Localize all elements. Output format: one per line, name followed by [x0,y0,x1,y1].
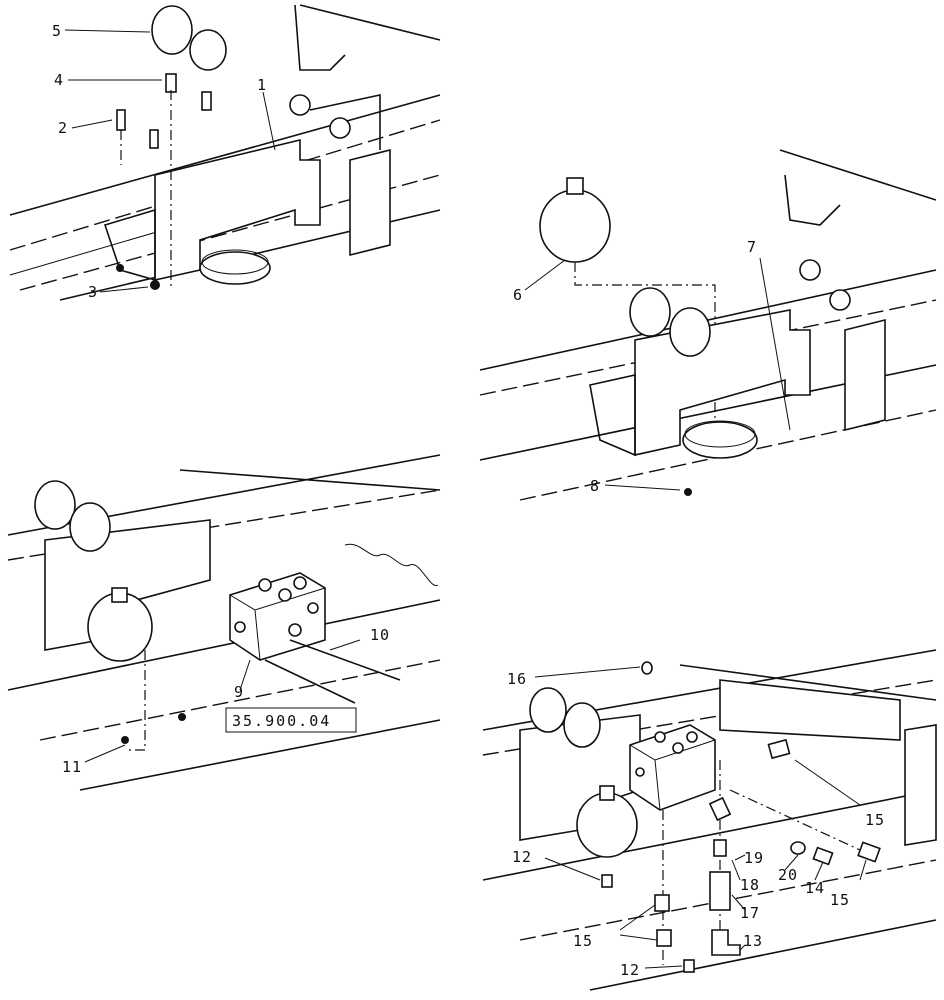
panel-top-right: 6 7 8 [479,149,937,501]
callout-20: 20 [778,866,798,884]
accumulator [539,189,611,263]
mounting-bracket [154,138,321,281]
callout-14: 14 [805,879,825,897]
valve-block-assembled [629,724,716,811]
pressure-gauge [151,5,193,55]
callout-13: 13 [743,932,763,950]
panel-top-left: 5 4 2 3 1 [9,4,441,301]
callout-9: 9 [234,683,244,701]
hose-clamp [199,251,271,285]
callout-15-lower-right: 15 [830,891,850,909]
callout-19: 19 [744,849,764,867]
callout-12-upper: 12 [512,848,532,866]
reference-code: 35.900.04 [232,712,331,730]
callout-10: 10 [370,626,390,644]
callout-18: 18 [740,876,760,894]
callout-2: 2 [58,119,68,137]
callout-12-lower: 12 [620,961,640,979]
callout-7: 7 [747,238,757,256]
callout-8: 8 [590,477,600,495]
valve-block [229,572,326,661]
panel-middle-left: 11 10 9 35.900.04 [7,454,441,791]
callout-16: 16 [507,670,527,688]
panel-bottom-right: 16 15 15 15 12 12 19 18 17 13 20 14 [482,649,937,991]
callout-15-right: 15 [865,811,885,829]
callout-15-left: 15 [573,932,593,950]
reference-box [225,707,357,733]
callout-11: 11 [62,758,82,776]
callout-5: 5 [52,22,62,40]
callout-6: 6 [513,286,523,304]
callout-4: 4 [54,71,64,89]
callout-3: 3 [88,283,98,301]
callout-17: 17 [740,904,760,922]
callout-1: 1 [257,76,267,94]
